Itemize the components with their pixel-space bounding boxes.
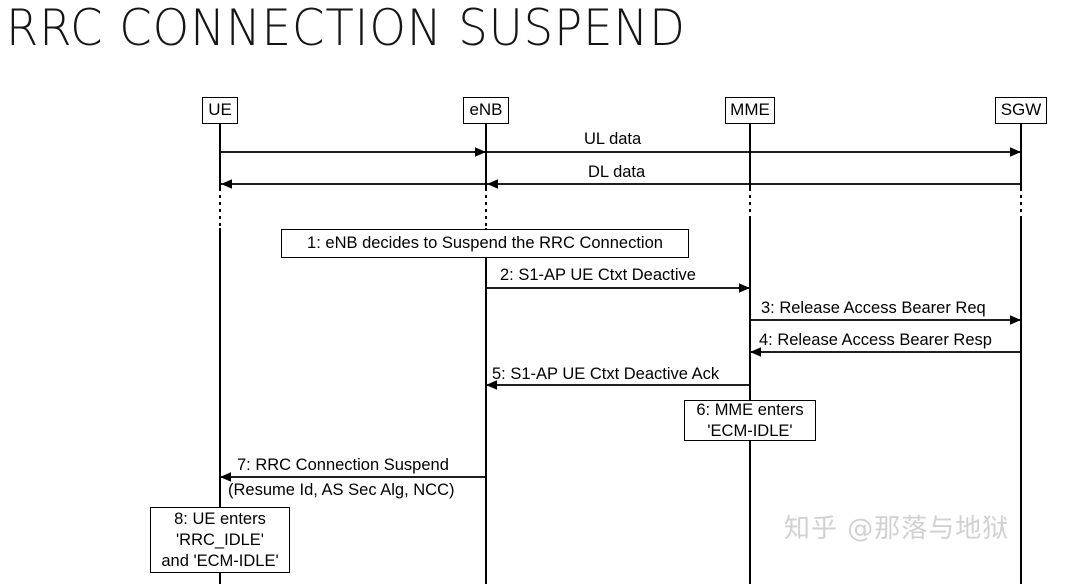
message-label-7-parameters: (Resume Id, AS Sec Alg, NCC) xyxy=(228,481,455,499)
page-title: RRC CONNECTION SUSPEND xyxy=(6,0,686,57)
message-label-3: 3: Release Access Bearer Req xyxy=(761,299,986,317)
message-label-ul-data: UL data xyxy=(584,130,642,148)
lifeline-header-sgw[interactable]: SGW xyxy=(995,97,1047,124)
message-label-4: 4: Release Access Bearer Resp xyxy=(759,331,992,349)
message-label-5: 5: S1-AP UE Ctxt Deactive Ack xyxy=(492,365,720,383)
message-label-7: 7: RRC Connection Suspend xyxy=(237,456,449,474)
message-label-dl-data: DL data xyxy=(588,163,646,181)
lifeline-header-ue[interactable]: UE xyxy=(202,97,238,124)
lifeline-header-mme[interactable]: MME xyxy=(725,97,775,124)
message-label-2: 2: S1-AP UE Ctxt Deactive xyxy=(500,266,696,284)
note-box-6[interactable]: 6: MME enters 'ECM-IDLE' xyxy=(684,400,816,441)
note-box-1[interactable]: 1: eNB decides to Suspend the RRC Connec… xyxy=(281,229,689,258)
zhihu-watermark: 知乎 @那落与地狱 xyxy=(784,514,1010,544)
lifeline-header-enb[interactable]: eNB xyxy=(463,97,509,124)
note-box-8[interactable]: 8: UE enters 'RRC_IDLE' and 'ECM-IDLE' xyxy=(150,507,290,573)
